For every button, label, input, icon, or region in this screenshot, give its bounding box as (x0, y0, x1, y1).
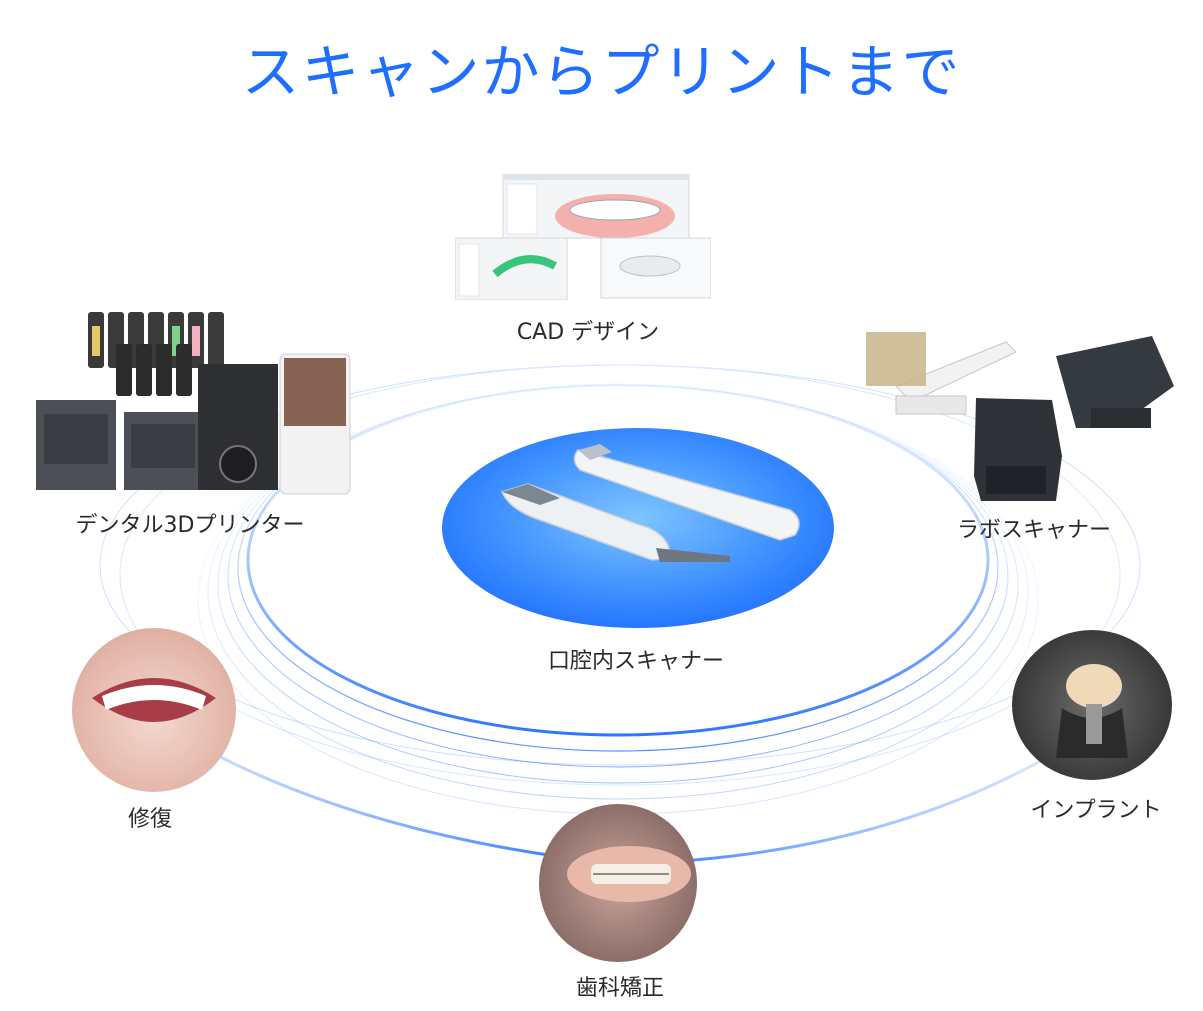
restoration-photo (72, 628, 236, 792)
page-title: スキャンからプリントまで (241, 38, 962, 106)
intraoral-scanner-image (500, 444, 800, 562)
cad-label: CAD デザイン (516, 320, 660, 345)
lab-scanner-label: ラボスキャナー (956, 518, 1112, 543)
lab-scanner-image (856, 316, 1178, 508)
orthodontics-label: 歯科矯正 (575, 976, 665, 1001)
ring-5 (207, 384, 1029, 800)
dental-3d-printer-image (36, 302, 354, 514)
printer-label: デンタル3Dプリンター (75, 513, 305, 538)
cad-design-image (454, 173, 712, 301)
implant-label: インプラント (1030, 798, 1162, 823)
restoration-label: 修復 (127, 807, 173, 832)
orthodontics-photo (539, 804, 697, 962)
implant-photo (1012, 630, 1172, 780)
center-label: 口腔内スキャナー (547, 649, 725, 674)
ring-outer-faint-2 (119, 364, 1121, 786)
